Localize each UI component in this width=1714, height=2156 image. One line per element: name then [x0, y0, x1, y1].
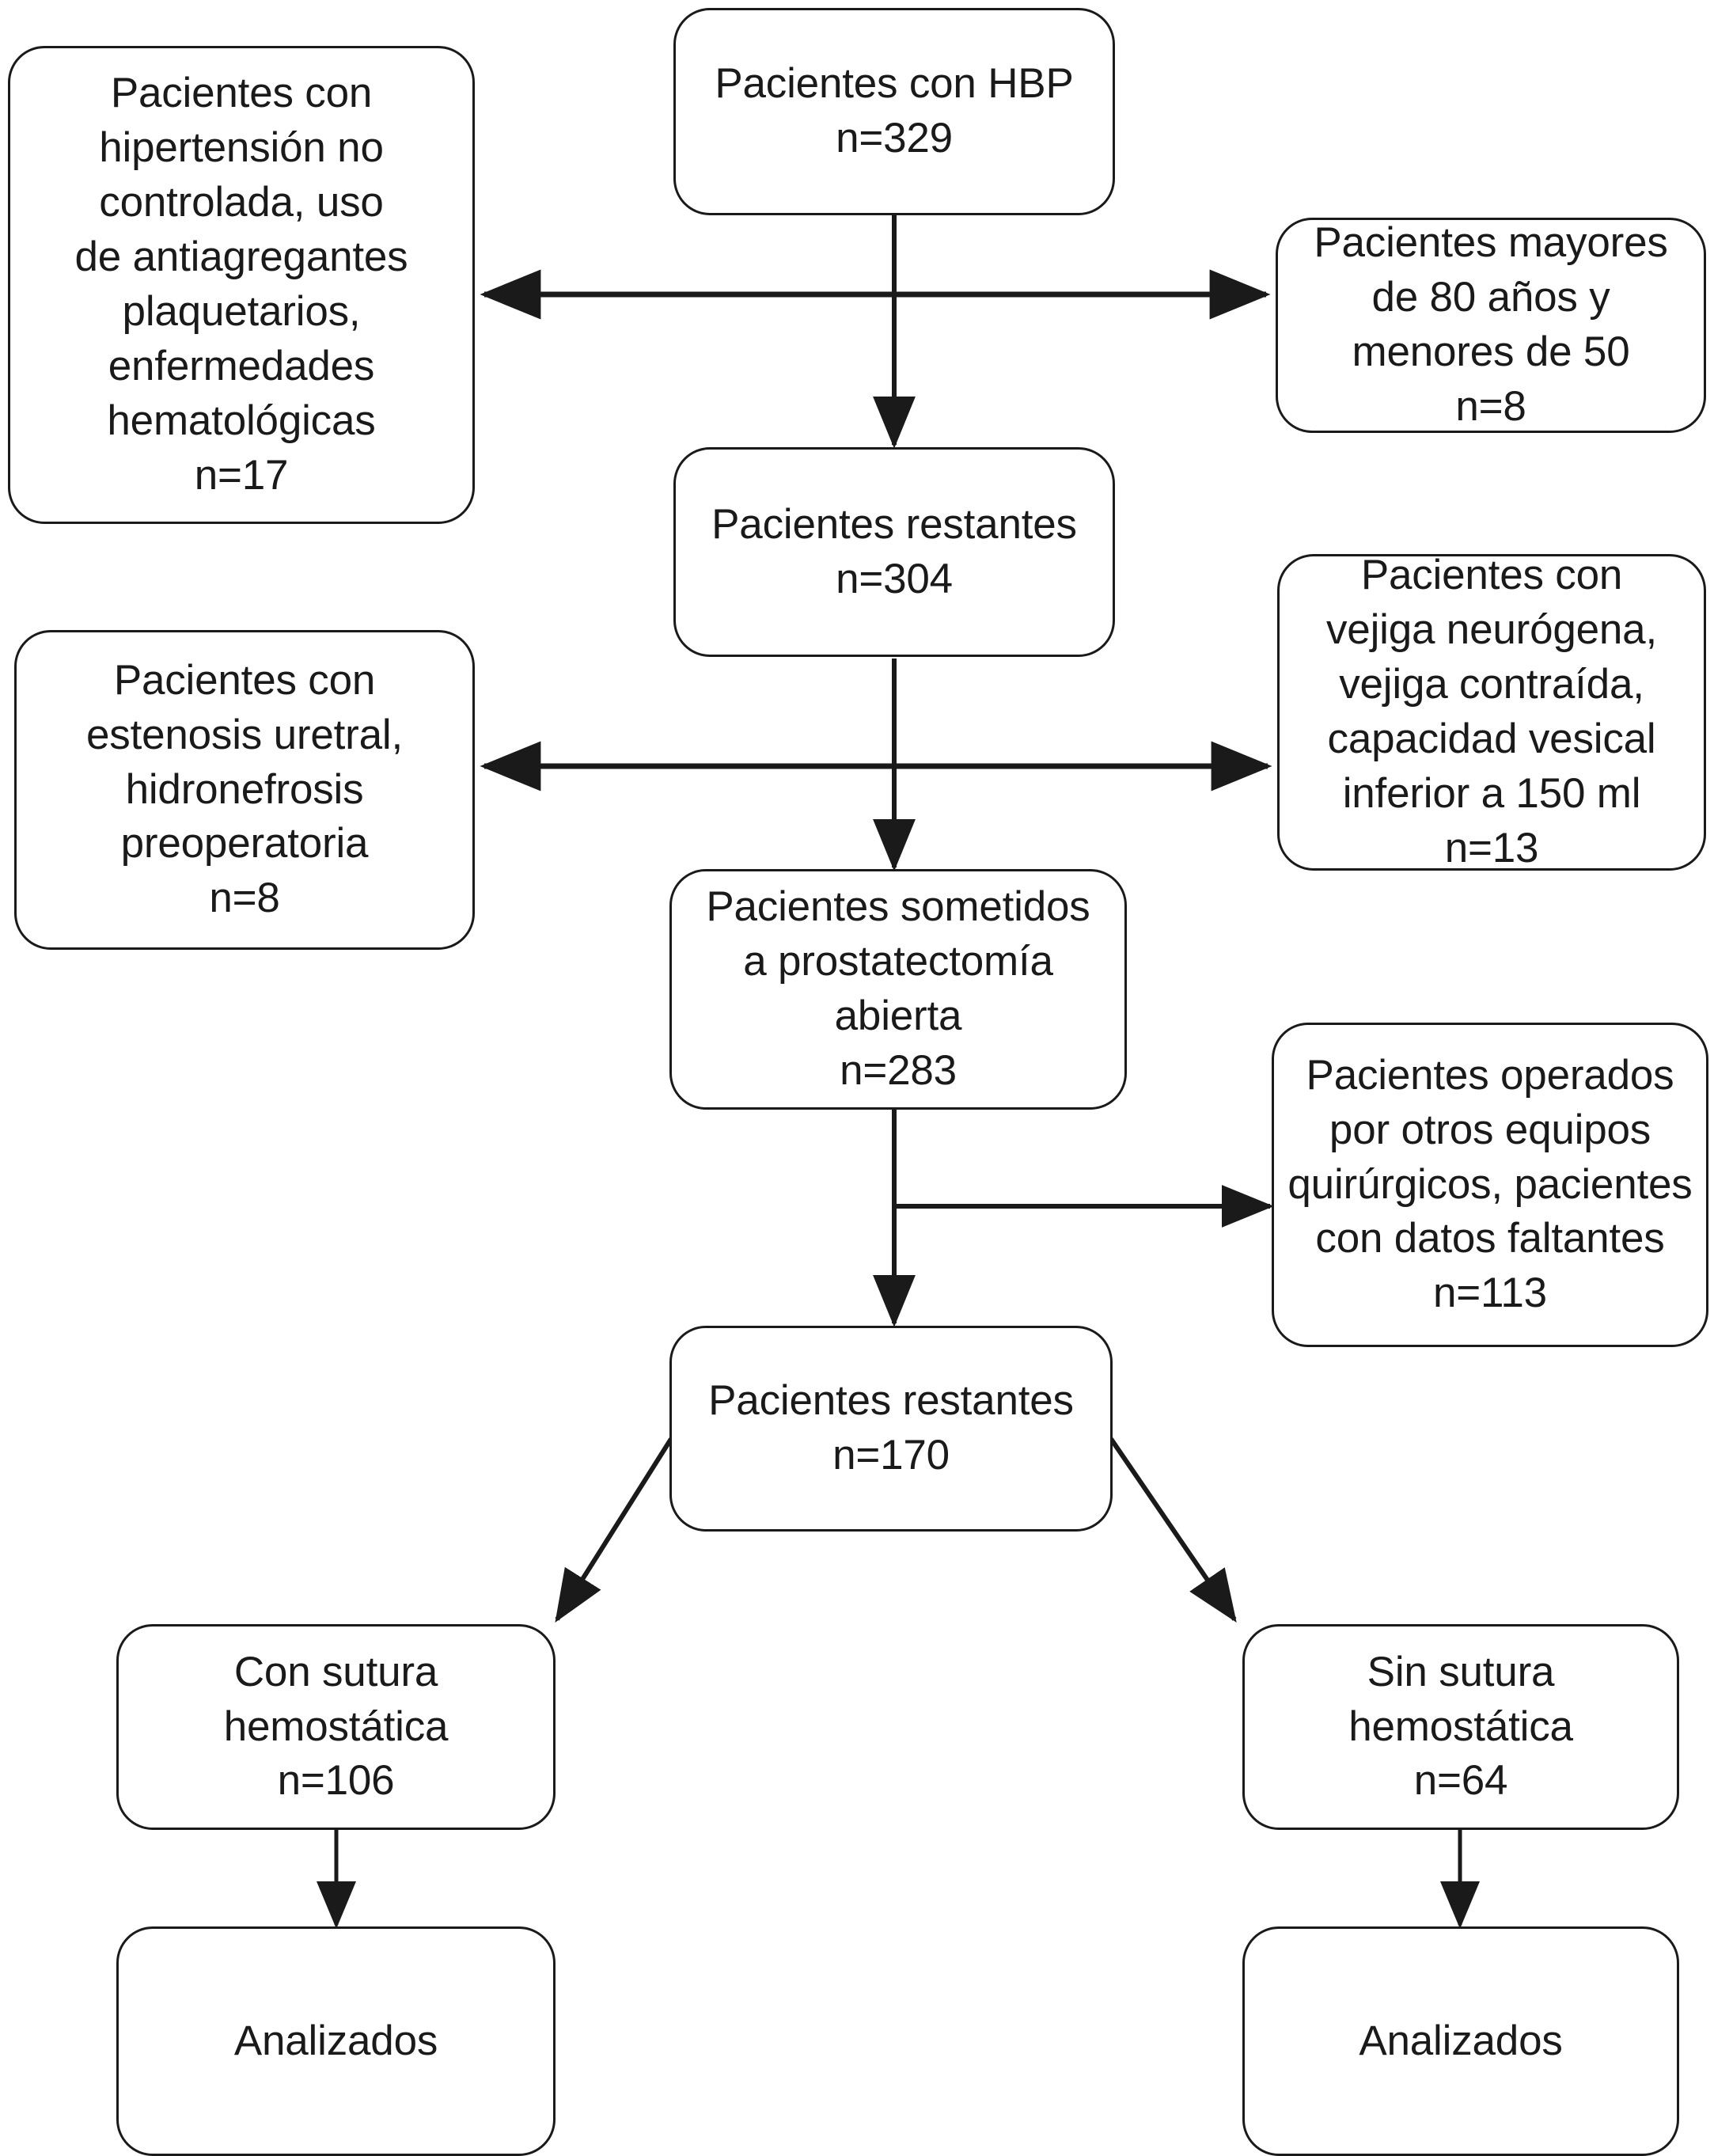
edge-remaining170-to-without-suture — [1109, 1437, 1237, 1623]
node-excluded-age-text: Pacientes mayores de 80 años y menores d… — [1314, 219, 1668, 430]
edge-remaining170-to-with-suture — [555, 1437, 673, 1623]
node-analyzed-left[interactable]: Analizados — [116, 1926, 556, 2156]
node-analyzed-right-text: Analizados — [1359, 2017, 1563, 2064]
node-excluded-age[interactable]: Pacientes mayores de 80 años y menores d… — [1276, 218, 1706, 433]
node-excluded-hypertension[interactable]: Pacientes con hipertensión no controlada… — [8, 46, 475, 524]
node-arm-without-suture-text: Sin sutura hemostática n=64 — [1348, 1648, 1573, 1805]
node-surgery-283[interactable]: Pacientes sometidos a prostatectomía abi… — [669, 869, 1127, 1110]
node-remaining-304[interactable]: Pacientes restantes n=304 — [673, 447, 1115, 657]
node-analyzed-right[interactable]: Analizados — [1242, 1926, 1679, 2156]
node-excluded-stenosis[interactable]: Pacientes con estenosis uretral, hidrone… — [14, 630, 475, 950]
node-arm-without-suture[interactable]: Sin sutura hemostática n=64 — [1242, 1624, 1679, 1830]
node-excluded-other-teams-text: Pacientes operados por otros equipos qui… — [1287, 1051, 1693, 1317]
node-excluded-other-teams[interactable]: Pacientes operados por otros equipos qui… — [1272, 1023, 1708, 1347]
node-excluded-hypertension-text: Pacientes con hipertensión no controlada… — [74, 70, 408, 499]
node-analyzed-left-text: Analizados — [233, 2017, 438, 2064]
node-arm-with-suture[interactable]: Con sutura hemostática n=106 — [116, 1624, 556, 1830]
node-surgery-283-text: Pacientes sometidos a prostatectomía abi… — [706, 883, 1090, 1094]
node-remaining-170[interactable]: Pacientes restantes n=170 — [669, 1326, 1113, 1532]
node-arm-with-suture-text: Con sutura hemostática n=106 — [223, 1648, 449, 1805]
node-source-text: Pacientes con HBP n=329 — [715, 60, 1074, 161]
node-remaining-304-text: Pacientes restantes n=304 — [711, 500, 1077, 602]
node-excluded-bladder[interactable]: Pacientes con vejiga neurógena, vejiga c… — [1277, 552, 1706, 871]
node-excluded-bladder-text: Pacientes con vejiga neurógena, vejiga c… — [1326, 552, 1657, 871]
node-source[interactable]: Pacientes con HBP n=329 — [673, 8, 1115, 215]
node-excluded-stenosis-text: Pacientes con estenosis uretral, hidrone… — [86, 656, 403, 922]
node-remaining-170-text: Pacientes restantes n=170 — [708, 1377, 1074, 1478]
